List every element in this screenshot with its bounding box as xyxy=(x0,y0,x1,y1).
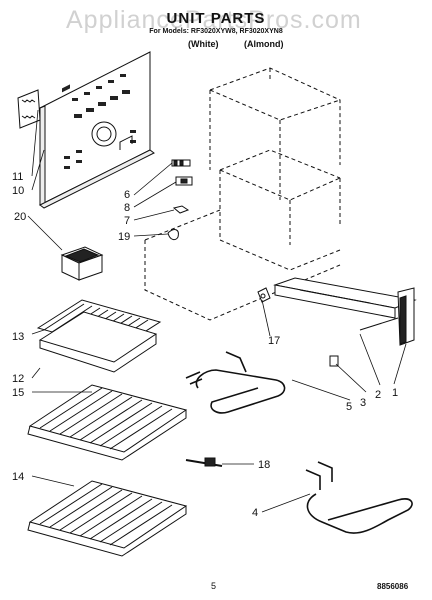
callout-2: 2 xyxy=(375,389,381,401)
callout-15: 15 xyxy=(12,387,24,399)
oven-rack-upper xyxy=(27,384,188,461)
small-brackets xyxy=(167,159,339,367)
callout-12: 12 xyxy=(12,373,24,385)
callout-17: 17 xyxy=(268,335,280,347)
model-line: For Models: RF3020XYW8, RF3020XYN8 xyxy=(149,28,283,35)
bake-element xyxy=(185,351,286,414)
document-code: 8856086 xyxy=(377,582,409,591)
callout-20: 20 xyxy=(14,211,26,223)
callout-10: 10 xyxy=(12,185,24,197)
callout-leaders xyxy=(27,109,407,513)
transformer-box xyxy=(60,246,104,281)
diagram-title: UNIT PARTS xyxy=(166,10,266,27)
callout-18: 18 xyxy=(258,459,270,471)
callout-5: 5 xyxy=(346,401,352,413)
insulation-pad xyxy=(17,89,41,129)
watermark-text: AppliancePartsPros.com xyxy=(66,6,362,34)
back-panel xyxy=(39,51,155,209)
variant-white: (White) xyxy=(188,39,219,49)
callout-7: 7 xyxy=(124,215,130,227)
callout-13: 13 xyxy=(12,331,24,343)
callout-3: 3 xyxy=(360,397,366,409)
callout-11: 11 xyxy=(12,171,23,183)
callout-6: 6 xyxy=(124,189,130,201)
oven-rack-lower xyxy=(27,480,188,557)
broiler-pan xyxy=(36,299,162,373)
variant-almond: (Almond) xyxy=(244,39,284,49)
callout-1: 1 xyxy=(392,387,398,399)
page-number: 5 xyxy=(211,581,217,591)
callout-19: 19 xyxy=(118,231,130,243)
storage-drawer xyxy=(273,277,417,346)
broil-element xyxy=(305,461,413,534)
callout-14: 14 xyxy=(12,471,24,483)
callout-8: 8 xyxy=(124,202,130,214)
temperature-probe xyxy=(185,457,223,467)
callout-4: 4 xyxy=(252,507,258,519)
